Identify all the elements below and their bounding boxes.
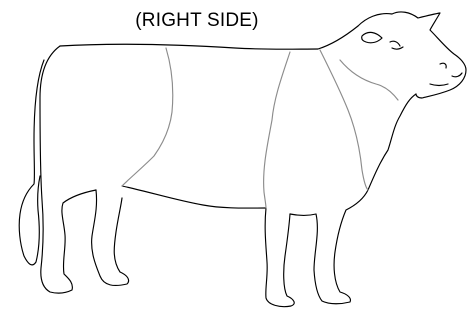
cow-front-right-leg: [289, 189, 369, 305]
cow-nostril: [439, 62, 463, 78]
cow-belly-line: [121, 185, 267, 209]
cow-rear-leg-outline: [39, 45, 97, 294]
diagram-title: (RIGHT SIDE): [135, 10, 259, 31]
cow-front-left-leg: [264, 207, 295, 308]
cow-mouth: [429, 83, 449, 87]
cow-tail: [18, 59, 45, 266]
cow-eye: [389, 40, 404, 50]
cow-head-outline: [357, 11, 467, 99]
cow-back-line: [59, 25, 359, 50]
cow-rear-right-leg: [91, 189, 130, 286]
region-line-rib: [263, 51, 291, 209]
region-line-chuck: [319, 49, 369, 191]
cow-chest-line: [367, 93, 417, 191]
region-line-rump: [121, 47, 174, 187]
cow-ear: [361, 31, 383, 44]
region-line-neck: [339, 59, 399, 101]
